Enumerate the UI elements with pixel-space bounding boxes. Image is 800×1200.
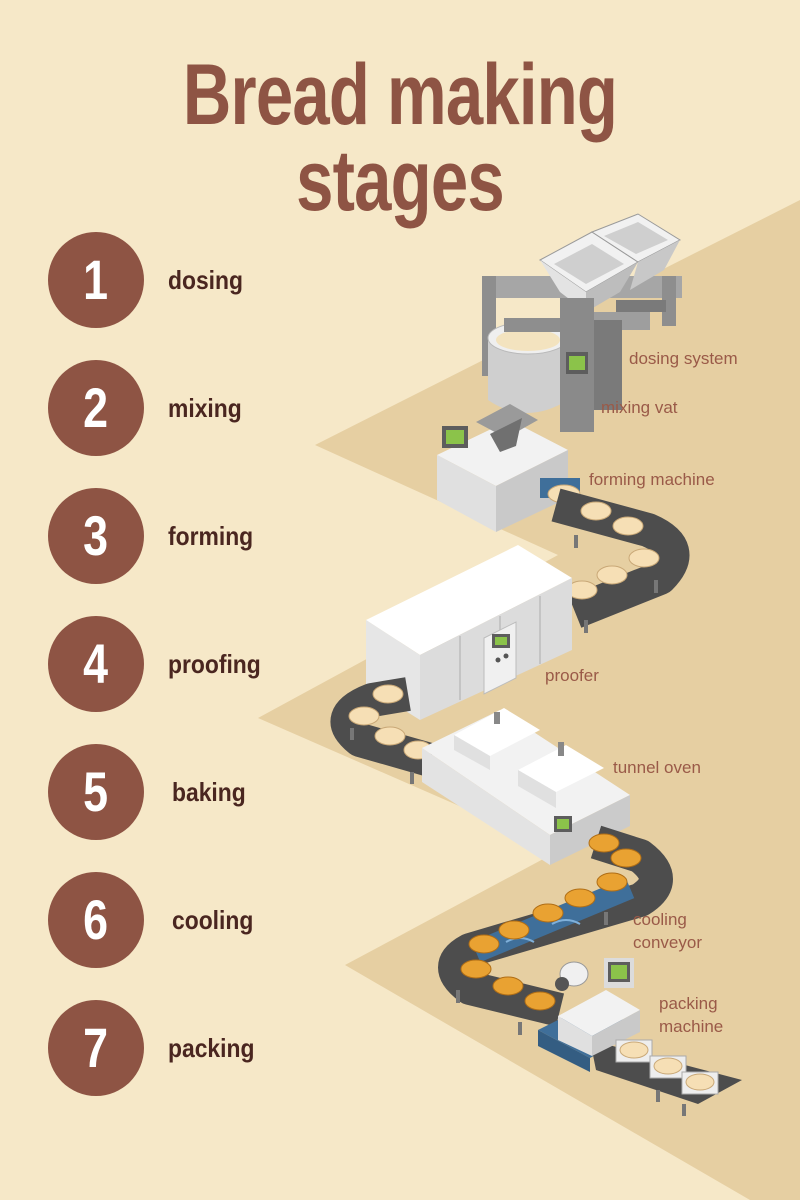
step-2: 2 mixing	[48, 360, 348, 456]
step-5: 5 baking	[48, 744, 348, 840]
step-7: 7 packing	[48, 1000, 348, 1096]
step-number-badge: 4	[48, 616, 144, 712]
step-label: proofing	[168, 649, 261, 679]
mixing-vat-machine	[487, 298, 622, 432]
step-4: 4 proofing	[48, 616, 348, 712]
step-label: packing	[168, 1033, 255, 1063]
step-number-badge: 2	[48, 360, 144, 456]
step-number-badge: 6	[48, 872, 144, 968]
cooling-conveyor-machine	[438, 825, 673, 1035]
cooling-conveyor-label: cooling conveyor	[633, 908, 702, 954]
conveyor-forming-proofer	[551, 488, 690, 633]
tunnel-oven-label: tunnel oven	[613, 758, 701, 777]
page-title: Bread making stages	[182, 47, 618, 229]
packing-machine	[538, 958, 742, 1116]
cooling-conveyor-label-line1: cooling	[633, 910, 687, 929]
step-label: dosing	[168, 265, 243, 295]
cooling-conveyor-label-line2: conveyor	[633, 933, 702, 952]
step-number-badge: 5	[48, 744, 144, 840]
step-3: 3 forming	[48, 488, 348, 584]
step-number-badge: 3	[48, 488, 144, 584]
step-1: 1 dosing	[48, 232, 348, 328]
packing-machine-label: packing machine	[659, 992, 723, 1038]
step-number-badge: 1	[48, 232, 144, 328]
step-label: cooling	[172, 905, 254, 935]
step-label: baking	[172, 777, 246, 807]
tunnel-oven-machine	[422, 708, 630, 865]
forming-machine-label: forming machine	[589, 470, 715, 489]
zigzag-band	[258, 200, 800, 1200]
conveyor-proofer-oven	[330, 677, 435, 784]
step-label: mixing	[168, 393, 242, 423]
step-number-badge: 7	[48, 1000, 144, 1096]
packing-machine-label-line2: machine	[659, 1017, 724, 1036]
dosing-system-label: dosing system	[629, 349, 738, 368]
mixing-vat-label: mixing vat	[601, 398, 678, 417]
proofer-label: proofer	[545, 666, 599, 685]
step-6: 6 cooling	[48, 872, 348, 968]
packing-machine-label-line1: packing	[659, 994, 718, 1013]
step-label: forming	[168, 521, 254, 551]
